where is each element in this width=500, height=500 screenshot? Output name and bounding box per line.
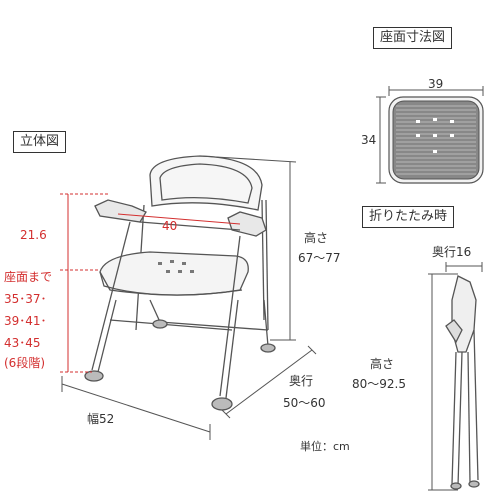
chair-folded-view — [428, 262, 483, 491]
seat-height-line-5: (6段階) — [4, 356, 45, 370]
chair-iso-view — [84, 155, 276, 411]
seat-height-line-2: 35･37･ — [4, 292, 47, 306]
armrest-gap-label: 40 — [162, 219, 178, 233]
folded-depth-label: 奥行16 — [432, 245, 472, 259]
seat-dims-title: 座面寸法図 — [373, 27, 453, 49]
folded-title: 折りたたみ時 — [362, 206, 455, 228]
width-label: 幅52 — [87, 412, 115, 426]
seat-depth-label: 34 — [361, 133, 377, 147]
seat-holes — [158, 260, 194, 273]
seat-height-line-4: 43･45 — [4, 336, 41, 350]
isometric-title: 立体図 — [13, 131, 67, 153]
black-dimension-lines — [61, 155, 317, 440]
folded-height-value: 80～92.5 — [352, 377, 406, 391]
seat-height-line-1: 座面まで — [4, 270, 53, 284]
height-label-title: 高さ — [304, 231, 329, 245]
folded-height-title: 高さ — [370, 357, 395, 371]
unit-label: 単位：cm — [300, 440, 350, 453]
depth-label-title: 奥行 — [289, 374, 314, 388]
red-dimension-lines — [60, 193, 241, 373]
seat-height-line-3: 39･41･ — [4, 314, 47, 328]
depth-label-value: 50～60 — [283, 396, 326, 410]
seat-top-view — [376, 86, 484, 184]
seat-width-label: 39 — [428, 77, 444, 91]
height-label-value: 67～77 — [298, 251, 341, 265]
armrest-height-label: 21.6 — [20, 228, 47, 242]
